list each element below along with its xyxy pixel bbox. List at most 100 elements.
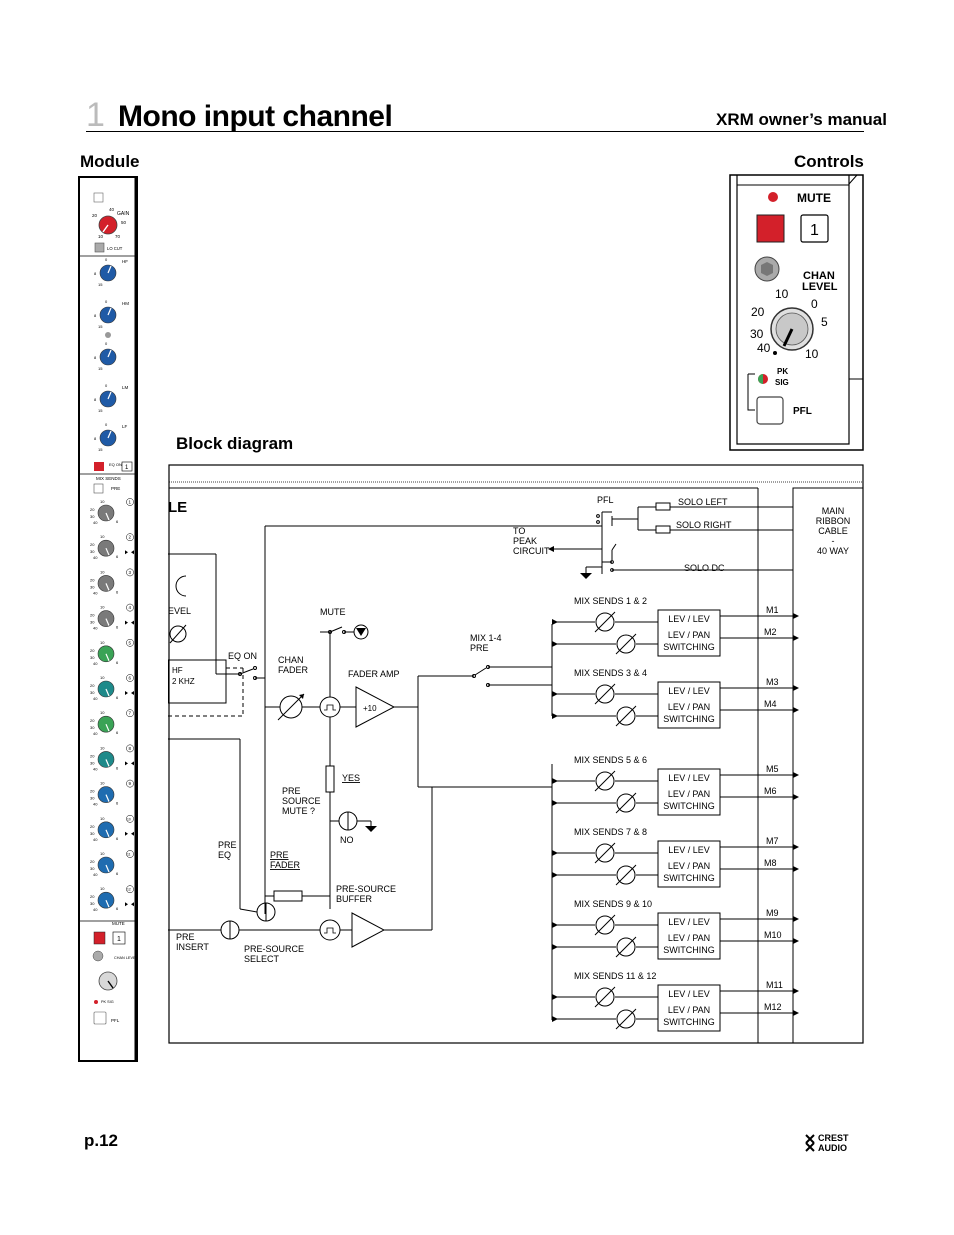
- svg-text:8: 8: [94, 355, 97, 360]
- mix-output-label: M6: [764, 786, 777, 796]
- svg-text:LEV / PAN: LEV / PAN: [668, 630, 710, 640]
- mix-output-label: M9: [766, 908, 779, 918]
- svg-text:30: 30: [90, 831, 95, 836]
- svg-text:LEV / PAN: LEV / PAN: [668, 702, 710, 712]
- module-top-button[interactable]: [93, 192, 104, 203]
- pan-arrows-icon: [125, 691, 134, 695]
- chapter-number: 1: [86, 96, 105, 134]
- svg-text:40: 40: [93, 731, 98, 736]
- svg-text:10: 10: [805, 347, 819, 361]
- svg-text:LEV / LEV: LEV / LEV: [668, 845, 710, 855]
- strip-pk-sig-label: PK SIG: [101, 1000, 114, 1004]
- svg-text:20: 20: [90, 789, 95, 794]
- svg-text:30: 30: [90, 584, 95, 589]
- mix-send-group-label: MIX SENDS 9 & 10: [574, 899, 652, 909]
- svg-text:0: 0: [105, 422, 108, 427]
- lo-cut-button[interactable]: [94, 242, 105, 253]
- svg-text:10: 10: [100, 745, 105, 750]
- eq-on-button[interactable]: [94, 462, 104, 471]
- svg-text:6: 6: [116, 801, 119, 806]
- svg-text:6: 6: [116, 906, 119, 911]
- gain-section: GAIN 40 20 50 10 70: [92, 207, 130, 239]
- svg-text:30: 30: [90, 690, 95, 695]
- mix-send-knob[interactable]: [97, 610, 115, 627]
- svg-text:30: 30: [90, 549, 95, 554]
- mix-output-label: M12: [764, 1002, 782, 1012]
- svg-text:AUDIO: AUDIO: [818, 1143, 847, 1153]
- strip-mute-button[interactable]: [93, 931, 106, 945]
- mix-output-label: M11: [766, 980, 783, 990]
- svg-text:6: 6: [116, 625, 119, 630]
- svg-text:10: 10: [100, 816, 105, 821]
- mix-pre-button[interactable]: [93, 483, 104, 494]
- svg-text:20: 20: [90, 542, 95, 547]
- pan-arrows-icon: [125, 550, 134, 555]
- svg-text:6: 6: [116, 871, 119, 876]
- eq-screw-icon: [105, 332, 111, 338]
- svg-text:30: 30: [90, 796, 95, 801]
- svg-text:10: 10: [100, 851, 105, 856]
- page-title: Mono input channel: [118, 100, 393, 133]
- svg-text:5: 5: [821, 315, 828, 329]
- svg-text:15: 15: [98, 408, 103, 413]
- svg-text:20: 20: [90, 718, 95, 723]
- mix-send-number: 10: [127, 817, 131, 821]
- svg-text:30: 30: [90, 620, 95, 625]
- svg-text:50: 50: [121, 220, 127, 225]
- svg-text:40: 40: [93, 907, 98, 912]
- svg-text:10: 10: [100, 781, 105, 786]
- svg-text:40: 40: [93, 802, 98, 807]
- svg-text:15: 15: [98, 366, 103, 371]
- lo-cut-label: LO CUT: [107, 246, 123, 251]
- svg-text:6: 6: [116, 660, 119, 665]
- strip-pfl-button[interactable]: [93, 1011, 107, 1025]
- svg-text:6: 6: [116, 695, 119, 700]
- svg-text:SWITCHING: SWITCHING: [663, 945, 715, 955]
- module-strip: GAIN 40 20 50 10 70 LO CUT HF0815HM08150…: [78, 176, 138, 1062]
- mix-output-label: M1: [766, 605, 779, 615]
- controls-pk-label: PK: [777, 367, 788, 376]
- svg-text:20: 20: [90, 824, 95, 829]
- eq-band-label: LM: [122, 385, 129, 390]
- controls-mute-button[interactable]: [756, 214, 785, 243]
- module-heading: Module: [80, 152, 140, 171]
- mix-send-group-label: MIX SENDS 5 & 6: [574, 755, 647, 765]
- svg-text:15: 15: [98, 282, 103, 287]
- mix-output-label: M10: [764, 930, 782, 940]
- controls-pfl-button[interactable]: [756, 396, 784, 425]
- svg-text:20: 20: [90, 648, 95, 653]
- svg-text:NO: NO: [340, 835, 354, 845]
- mix-output-label: M7: [766, 836, 779, 846]
- eq-on-label: EQ ON: [109, 462, 122, 467]
- pk-led-icon: [94, 1000, 98, 1004]
- mix-send-number: 2: [129, 535, 132, 540]
- svg-text:10: 10: [100, 710, 105, 715]
- strip-pfl-label: PFL: [111, 1018, 120, 1023]
- svg-text:2 KHZ: 2 KHZ: [172, 677, 195, 686]
- mute-led-icon: [768, 192, 778, 202]
- svg-text:30: 30: [90, 725, 95, 730]
- svg-text:20: 20: [90, 683, 95, 688]
- mix-send-group-label: MIX SENDS 3 & 4: [574, 668, 647, 678]
- gain-label: GAIN: [117, 211, 130, 217]
- mix-send-number: 6: [129, 676, 132, 681]
- svg-text:0: 0: [105, 257, 108, 262]
- mix-send-number: 3: [129, 570, 132, 575]
- mix-output-label: M8: [764, 858, 777, 868]
- svg-text:8: 8: [94, 436, 97, 441]
- svg-text:20: 20: [90, 577, 95, 582]
- svg-text:10: 10: [100, 605, 105, 610]
